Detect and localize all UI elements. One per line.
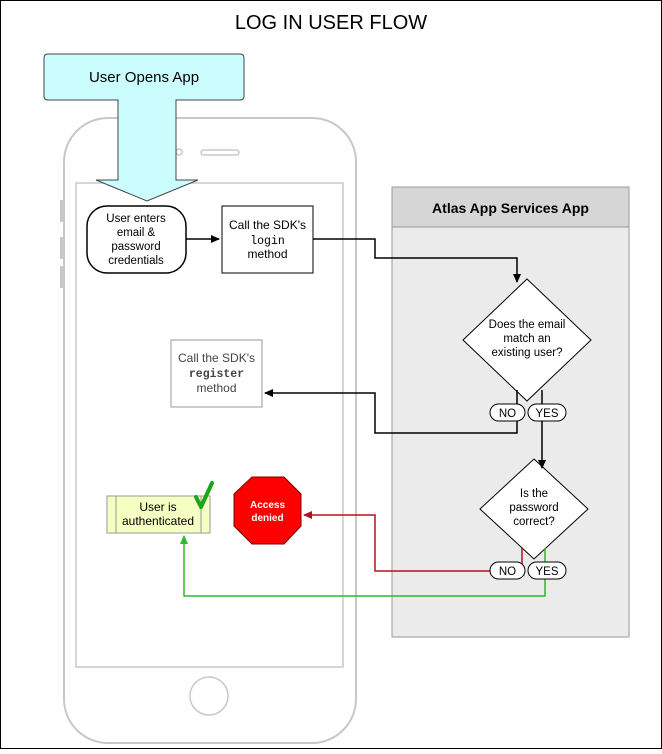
credentials-line-1: User enters	[106, 213, 166, 225]
register-line-1: Call the SDK's	[178, 351, 255, 365]
email-yes-pill: YES	[527, 403, 567, 422]
decision-email-line-3: existing user?	[492, 347, 563, 359]
login-method: login	[250, 235, 285, 248]
decision-email-line-2: match an	[503, 333, 550, 345]
speaker-icon	[200, 149, 240, 156]
home-button-icon	[189, 676, 229, 716]
register-line-3: method	[196, 381, 236, 395]
decision-password-line-1: Is the	[520, 488, 548, 500]
access-denied-line-1: Access	[250, 500, 285, 511]
credentials-line-3: password	[111, 241, 160, 253]
authenticated-line-1: User is	[139, 500, 176, 514]
arrow-password-no-to-denied	[303, 511, 523, 572]
password-yes-label: YES	[535, 566, 558, 578]
check-icon	[194, 481, 214, 509]
register-method: register	[189, 368, 244, 381]
start-label: User Opens App	[89, 69, 199, 86]
authenticated-node: User is authenticated	[106, 481, 214, 534]
credentials-line-4: credentials	[108, 255, 164, 267]
decision-password-line-3: correct?	[513, 516, 555, 528]
arrow-login-to-email-check	[313, 238, 521, 283]
login-line-1: Call the SDK's	[229, 218, 306, 232]
decision-password-node: Is the password correct?	[479, 458, 589, 560]
login-line-3: method	[247, 247, 287, 261]
register-call-node: Call the SDK's register method	[170, 339, 263, 408]
decision-password-line-2: password	[509, 502, 558, 514]
credentials-line-2: email &	[117, 227, 156, 239]
diagram-title: LOG IN USER FLOW	[235, 12, 427, 34]
password-yes-pill: YES	[527, 561, 567, 580]
start-node: User Opens App	[43, 53, 245, 202]
access-denied-node: Access denied	[233, 476, 302, 545]
panel-title: Atlas App Services App	[432, 200, 589, 216]
password-no-label: NO	[499, 566, 516, 578]
authenticated-line-2: authenticated	[122, 514, 194, 528]
access-denied-line-2: denied	[251, 513, 283, 524]
login-call-node: Call the SDK's login method	[221, 205, 314, 274]
email-yes-label: YES	[535, 408, 558, 420]
email-no-pill: NO	[489, 403, 526, 422]
email-no-label: NO	[499, 408, 516, 420]
decision-email-line-1: Does the email	[489, 319, 566, 331]
phone-outline	[60, 117, 357, 744]
decision-email-node: Does the email match an existing user?	[462, 278, 592, 402]
enter-credentials-node: User enters email & password credentials	[86, 205, 187, 274]
password-no-pill: NO	[489, 561, 526, 580]
